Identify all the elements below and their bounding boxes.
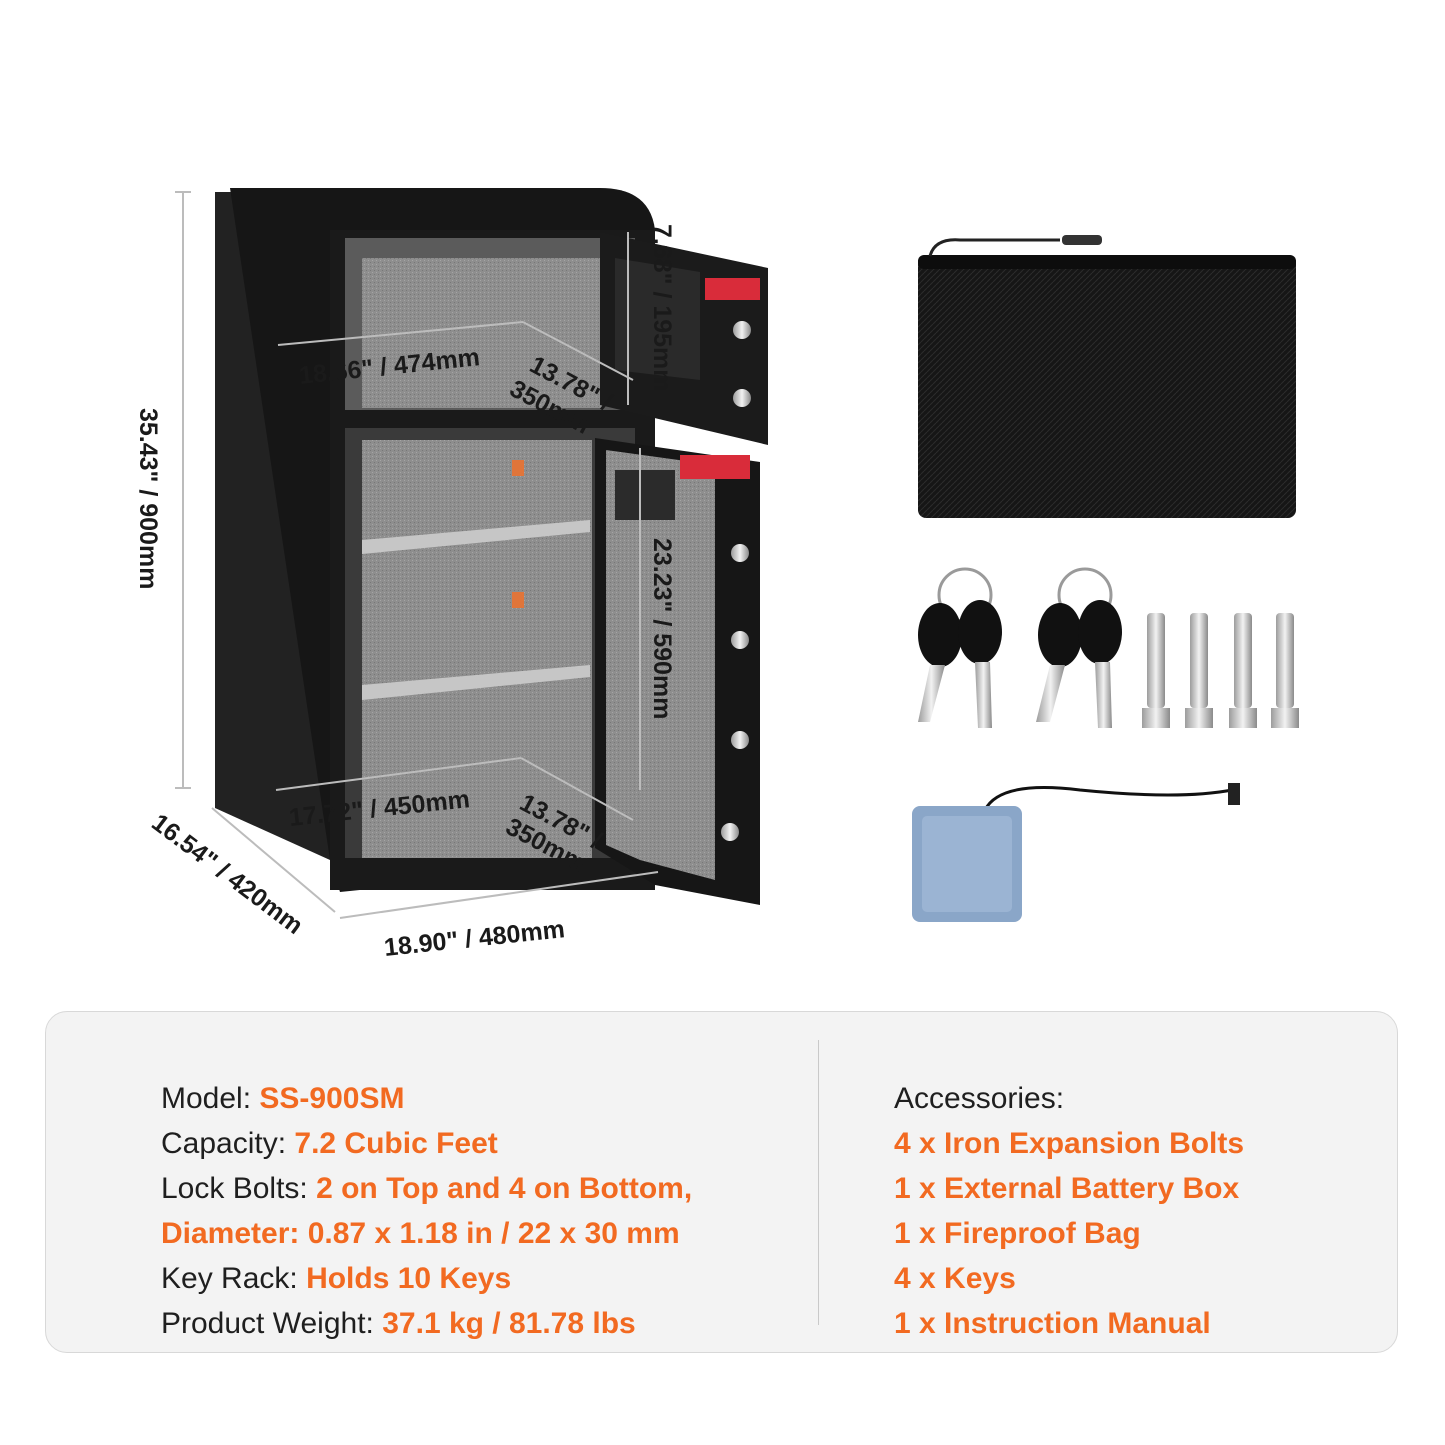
spec-lock-bolts: Lock Bolts: 2 on Top and 4 on Bottom, bbox=[161, 1172, 693, 1205]
dimension-lines bbox=[175, 191, 659, 919]
accessory-item: 1 x External Battery Box bbox=[894, 1172, 1240, 1205]
spec-weight: Product Weight: 37.1 kg / 81.78 lbs bbox=[161, 1307, 636, 1340]
safe-body bbox=[215, 188, 655, 892]
accessories-title: Accessories: bbox=[894, 1082, 1065, 1115]
lock-bolt bbox=[731, 731, 749, 749]
top-door bbox=[600, 232, 768, 445]
key-set bbox=[918, 567, 1002, 728]
accessory-item: 4 x Keys bbox=[894, 1262, 1016, 1295]
red-label bbox=[705, 278, 760, 300]
spec-capacity: Capacity: 7.2 Cubic Feet bbox=[161, 1127, 498, 1160]
battery-box bbox=[912, 783, 1240, 922]
lock-bolt bbox=[721, 823, 739, 841]
lock-bolt bbox=[733, 321, 751, 339]
shelf bbox=[362, 520, 590, 554]
accessory-item: 1 x Fireproof Bag bbox=[894, 1217, 1141, 1250]
bottom-height-dimension: 23.23" / 590mm bbox=[648, 538, 676, 719]
spec-model: Model: SS-900SM bbox=[161, 1082, 405, 1115]
width-dimension: 18.90" / 480mm bbox=[383, 915, 566, 962]
specifications-panel: Model: SS-900SM Capacity: 7.2 Cubic Feet… bbox=[45, 1011, 1398, 1353]
lock-bolt bbox=[731, 544, 749, 562]
shelf bbox=[362, 665, 590, 700]
accessories-list: Accessories: 4 x Iron Expansion Bolts 1 … bbox=[894, 1076, 1244, 1346]
red-label bbox=[680, 455, 750, 479]
product-illustration: 35.43" / 900mm 16.54" / 420mm 18.90" / 4… bbox=[134, 188, 1299, 962]
expansion-bolts bbox=[1142, 613, 1299, 728]
spec-lock-bolts-diameter: Diameter: 0.87 x 1.18 in / 22 x 30 mm bbox=[161, 1217, 680, 1250]
spec-list: Model: SS-900SM Capacity: 7.2 Cubic Feet… bbox=[161, 1076, 692, 1346]
accessory-item: 4 x Iron Expansion Bolts bbox=[894, 1127, 1245, 1160]
lock-bolt bbox=[733, 389, 751, 407]
accessory-item: 1 x Instruction Manual bbox=[894, 1307, 1211, 1340]
spec-key-rack: Key Rack: Holds 10 Keys bbox=[161, 1262, 512, 1295]
top-height-dimension: 7.68" / 195mm bbox=[648, 224, 676, 392]
lock-bolt bbox=[731, 631, 749, 649]
keypad bbox=[615, 470, 675, 520]
bottom-door bbox=[595, 438, 760, 905]
key-set bbox=[1036, 567, 1122, 728]
panel-divider bbox=[818, 1040, 819, 1325]
fireproof-bag bbox=[918, 235, 1296, 518]
height-dimension: 35.43" / 900mm bbox=[134, 408, 162, 589]
